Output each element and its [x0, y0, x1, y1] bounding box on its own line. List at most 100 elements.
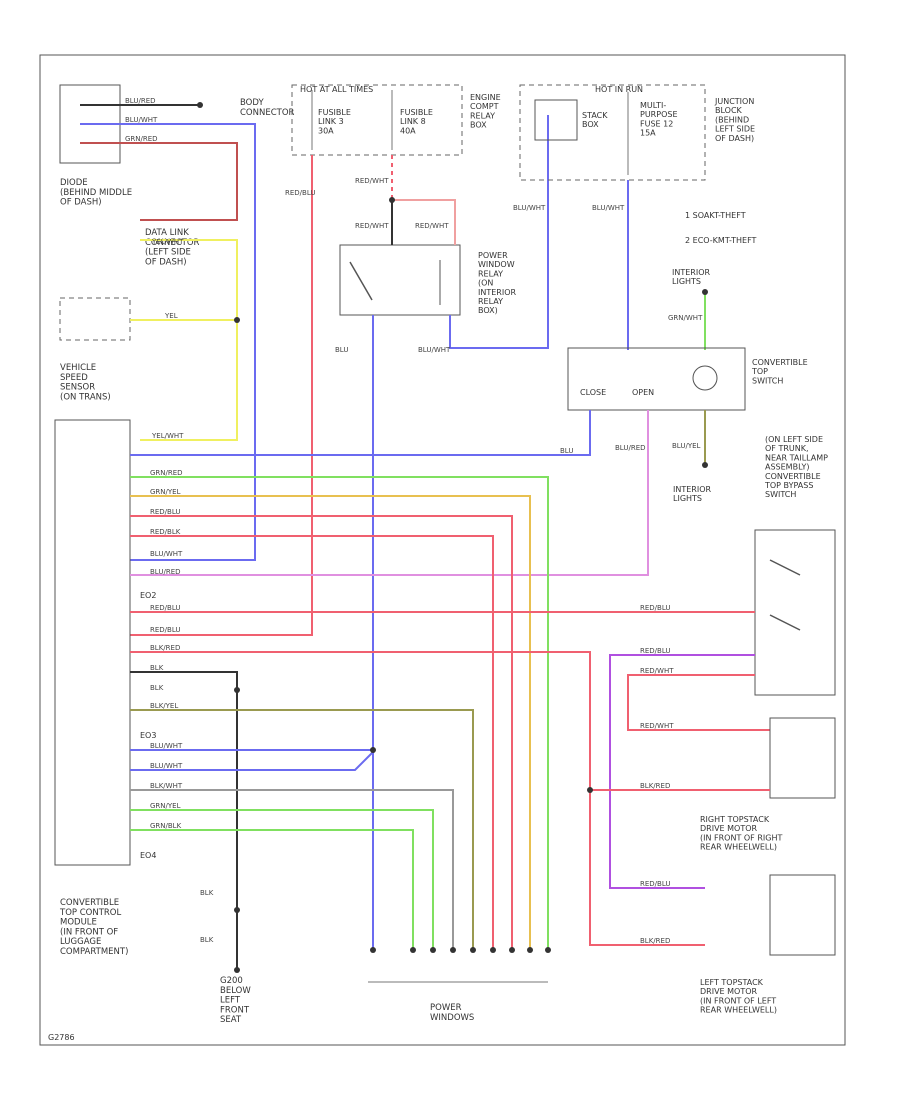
bypass-contact-2	[769, 614, 801, 631]
wl-red-wht-2: RED/WHT	[355, 222, 389, 230]
wire-blu-wht-relay	[449, 115, 549, 349]
wire-blk-yel	[130, 709, 474, 950]
wl-c3-3: BLK/WHT	[150, 782, 183, 790]
stack-box	[534, 99, 578, 141]
wire-grn-blk-c3	[130, 829, 414, 950]
wire-grn-red-bus	[130, 476, 549, 950]
switch-lamp	[692, 365, 718, 391]
wl-c3-5: GRN/BLK	[150, 822, 182, 830]
junction-block	[519, 84, 706, 181]
wl-gnd-2: BLK	[150, 684, 164, 692]
wire-yel-wht	[140, 239, 238, 441]
conv-top-switch	[567, 347, 746, 411]
wl-blu-red-open: BLU/RED	[615, 444, 646, 452]
wire-blu-close	[130, 410, 591, 456]
wl-c3-1: BLU/WHT	[150, 742, 183, 750]
wl-blu-wht-4: BLU/WHT	[513, 204, 546, 212]
wl-rmotor: BLK/RED	[640, 782, 670, 790]
wl-red-blu-1: RED/BLU	[285, 189, 316, 197]
wire-blu-wht-c3	[130, 751, 374, 771]
control-module	[54, 419, 131, 866]
wire-grn-red-diode	[80, 142, 238, 221]
wire-blk-gnd	[130, 671, 238, 970]
wire-red-blu-fuse3	[130, 155, 313, 636]
wl-diode-1: BLU/RED	[125, 97, 156, 105]
wl-red-wht-3: RED/WHT	[415, 222, 449, 230]
wl-c2-1r: RED/BLU	[640, 604, 671, 612]
diagram-frame	[39, 54, 846, 1046]
wire-grn-yel-c3	[130, 809, 434, 950]
wl-gnd-1: BLK	[150, 664, 164, 672]
wl-motor-2: RED/WHT	[640, 667, 674, 675]
wl-bus-4: RED/BLK	[150, 528, 181, 536]
wl-blu-relay: BLU	[335, 346, 348, 354]
wire-red-blu-bus	[130, 515, 513, 950]
wl-motor-1: RED/BLU	[640, 647, 671, 655]
wl-diode-3: GRN/RED	[125, 135, 158, 143]
note-1: 1 SOAKT-THEFT	[685, 211, 746, 220]
connector-c2: EO2	[140, 591, 156, 600]
wire-relay-coil	[392, 199, 456, 245]
close-label: CLOSE	[580, 388, 606, 397]
wire-red-wht-motor	[627, 674, 770, 731]
wl-bus-6: BLU/RED	[150, 568, 181, 576]
wire-blk-red-c2	[130, 651, 705, 946]
wl-bus-5: BLU/WHT	[150, 550, 183, 558]
wl-lmotor-1: RED/BLU	[640, 880, 671, 888]
wl-c2-3: BLK/RED	[150, 644, 180, 652]
wl-c3-2: BLU/WHT	[150, 762, 183, 770]
wl-bus-2: GRN/YEL	[150, 488, 181, 496]
hot-in-run: HOT IN RUN	[595, 85, 643, 94]
wl-gnd-4: BLK	[200, 936, 214, 944]
connector-c4: EO4	[140, 851, 156, 860]
wl-blk-yel: BLK/YEL	[150, 702, 178, 710]
splice-dots	[197, 102, 708, 973]
wl-lmotor-2: BLK/RED	[640, 937, 670, 945]
wire-blk-wht-c3	[130, 789, 454, 950]
wire-red-blk-bus	[130, 535, 494, 950]
open-label: OPEN	[632, 388, 654, 397]
wl-bus-3: RED/BLU	[150, 508, 181, 516]
wl-blu-wht-2: BLU/WHT	[418, 346, 451, 354]
relay-contact	[349, 261, 373, 301]
wl-grn-wht-lights: GRN/WHT	[668, 314, 703, 322]
left-motor	[769, 874, 836, 956]
wire-red-blu-motor	[609, 654, 755, 889]
wire-grn-yel-bus	[130, 495, 531, 950]
wire-blu-red-open	[130, 410, 649, 576]
note-2: 2 ECO-KMT-THEFT	[685, 236, 757, 245]
wl-bus-1: GRN/RED	[150, 469, 183, 477]
wl-blu-yel: BLU/YEL	[672, 442, 701, 450]
wl-yel-wht-2: YEL/WHT	[151, 432, 184, 440]
hot-all-times: HOT AT ALL TIMES	[300, 85, 373, 94]
dlc-connector	[59, 297, 131, 341]
right-motor	[769, 717, 836, 799]
figure-id: G2786	[48, 1033, 75, 1042]
wl-red-wht-1: RED/WHT	[355, 177, 389, 185]
wl-motor-3: RED/WHT	[640, 722, 674, 730]
wl-yel-wht-1: YEL/WHT	[151, 238, 184, 246]
connector-c3: EO3	[140, 731, 156, 740]
wl-c2-1: RED/BLU	[150, 604, 181, 612]
bypass-contact-1	[769, 559, 801, 576]
